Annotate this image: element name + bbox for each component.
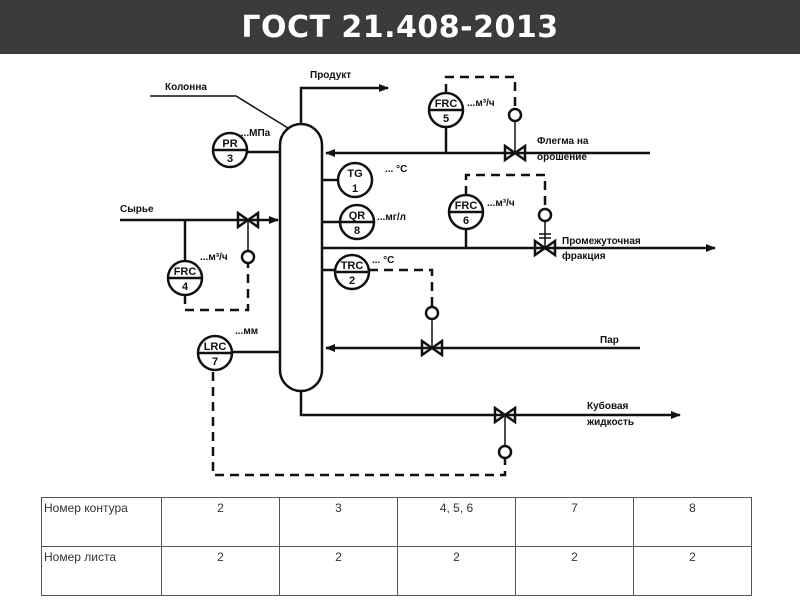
- frc6-unit: ...м³/ч: [487, 198, 515, 209]
- instrument-number: 2: [349, 275, 355, 287]
- column-leader-line: [150, 95, 289, 129]
- table-row: Номер контура 2 3 4, 5, 6 7 8: [41, 497, 752, 547]
- feed-valve: [236, 210, 260, 230]
- reflux-actuator: [507, 107, 523, 123]
- instrument-pr3: PR 3: [211, 131, 249, 169]
- row-header: Номер контура: [41, 497, 162, 547]
- table-cell: 2: [515, 546, 634, 596]
- frc5-signal-line: [444, 75, 517, 109]
- instrument-number: 7: [212, 356, 218, 368]
- instrument-frc4: FRC 4: [166, 259, 204, 297]
- intermediate-actuator: [537, 207, 553, 223]
- instrument-number: 4: [182, 281, 189, 293]
- lrc7-signal-line: [211, 372, 507, 477]
- instrument-code: LRC: [204, 341, 227, 353]
- instrument-number: 1: [352, 183, 358, 195]
- feed-actuator: [240, 249, 256, 265]
- table-cell: 3: [279, 497, 398, 547]
- tg1-unit: ... °C: [385, 164, 407, 175]
- row-header: Номер листа: [41, 546, 162, 596]
- bottoms-label-2: жидкость: [586, 417, 634, 428]
- distillation-column: [278, 122, 324, 393]
- reflux-label-2: орошение: [537, 152, 587, 163]
- table-cell: 2: [633, 546, 752, 596]
- instrument-number: 8: [354, 225, 360, 237]
- product-label: Продукт: [310, 70, 351, 81]
- bottoms-label-1: Кубовая: [587, 400, 629, 412]
- intermediate-valve: [533, 238, 557, 258]
- reflux-label-1: Флегма на: [537, 136, 589, 147]
- bottoms-valve: [493, 405, 517, 425]
- instrument-frc6: FRC 6: [447, 193, 485, 231]
- product-line: [299, 84, 389, 124]
- steam-actuator: [424, 305, 440, 321]
- instrument-code: FRC: [435, 98, 458, 110]
- reflux-valve: [503, 143, 527, 163]
- trc2-unit: ... °C: [372, 255, 394, 266]
- instrument-number: 5: [443, 113, 449, 125]
- frc5-unit: ...м³/ч: [467, 98, 495, 109]
- instrument-code: PR: [222, 138, 237, 150]
- table-cell: 2: [279, 546, 398, 596]
- frc4-signal-line: [183, 263, 250, 312]
- instrument-code: TRC: [341, 260, 364, 272]
- feed-label: Сырье: [120, 204, 154, 215]
- table-cell: 2: [161, 546, 280, 596]
- instrument-lrc7: LRC 7: [196, 334, 234, 372]
- instrument-code: QR: [349, 210, 366, 222]
- table-cell: 7: [515, 497, 634, 547]
- instrument-number: 6: [463, 215, 469, 227]
- page-title: ГОСТ 21.408-2013: [241, 9, 559, 45]
- steam-valve: [420, 338, 444, 358]
- instrument-qr8: QR 8: [338, 203, 376, 241]
- instrument-code: FRC: [455, 200, 478, 212]
- title-bar: ГОСТ 21.408-2013: [0, 0, 800, 54]
- instrument-code: FRC: [174, 266, 197, 278]
- instrument-number: 3: [227, 153, 233, 165]
- instrument-tg1: TG 1: [336, 161, 374, 199]
- qr8-unit: ...мг/л: [377, 212, 406, 223]
- frc4-unit: ...м³/ч: [200, 252, 228, 263]
- intermediate-label-2: фракция: [562, 250, 606, 262]
- table-row: Номер листа 2 2 2 2 2: [41, 546, 752, 596]
- table-cell: 2: [161, 497, 280, 547]
- table-cell: 8: [633, 497, 752, 547]
- instrument-trc2: TRC 2: [333, 253, 371, 291]
- pr3-unit: ....МПа: [238, 128, 271, 139]
- instrument-code: TG: [347, 168, 362, 180]
- table-cell: 4, 5, 6: [397, 497, 516, 547]
- intermediate-label-1: Промежуточная: [562, 236, 641, 247]
- trc2-signal-line: [369, 268, 434, 307]
- lrc7-unit: ...мм: [235, 326, 258, 337]
- table-cell: 2: [397, 546, 516, 596]
- instrument-frc5: FRC 5: [427, 91, 465, 129]
- steam-label: Пар: [600, 335, 619, 346]
- bottoms-line: [299, 391, 681, 419]
- bottoms-actuator: [497, 444, 513, 460]
- contour-table: Номер контура 2 3 4, 5, 6 7 8 Номер лист…: [41, 497, 752, 596]
- column-label: Колонна: [165, 82, 207, 93]
